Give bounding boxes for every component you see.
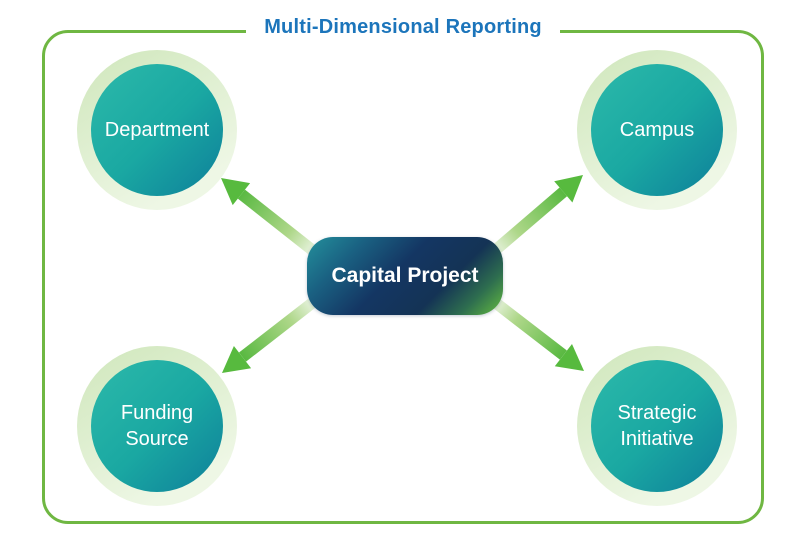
- node-label: Strategic Initiative: [617, 402, 697, 450]
- node-capital-project: Capital Project: [307, 237, 503, 315]
- diagram-title-text: Multi-Dimensional Reporting: [246, 13, 560, 41]
- node-label: Department: [104, 119, 210, 141]
- node-strategic-initiative: Strategic Initiative: [577, 346, 737, 506]
- center-node-label: Capital Project: [331, 264, 479, 287]
- node-label: Funding Source: [120, 402, 194, 450]
- node-department-circle: Department: [91, 64, 223, 196]
- node-funding-source-circle: Funding Source: [91, 360, 223, 492]
- node-funding-source: Funding Source: [77, 346, 237, 506]
- diagram-title: Multi-Dimensional Reporting: [42, 13, 764, 41]
- node-department: Department: [77, 50, 237, 210]
- node-campus-circle: Campus: [591, 64, 723, 196]
- node-campus: Campus: [577, 50, 737, 210]
- node-strategic-initiative-circle: Strategic Initiative: [591, 360, 723, 492]
- node-label: Campus: [619, 119, 695, 141]
